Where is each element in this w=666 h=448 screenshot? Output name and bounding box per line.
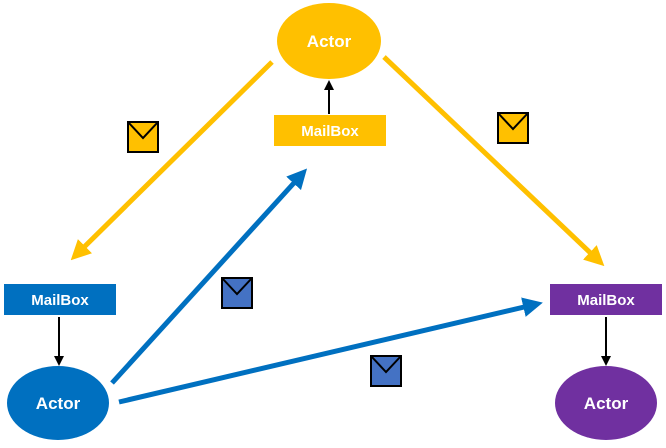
mailbox-left: MailBox [4, 284, 116, 315]
actor-right: Actor [555, 366, 657, 440]
actor-left-label: Actor [36, 394, 81, 413]
mailbox-right-label: MailBox [577, 292, 635, 309]
message-arrow-top-to-left [70, 60, 274, 261]
mailbox-left-label: MailBox [31, 292, 89, 309]
envelope-icon-blue-middle [221, 277, 253, 309]
message-arrow-left-to-right [118, 297, 543, 405]
envelope-icon-yellow-right [497, 112, 529, 144]
mailbox-right: MailBox [550, 284, 662, 315]
actor-top-label: Actor [307, 32, 352, 51]
actor-left: Actor [7, 366, 109, 440]
actor-right-label: Actor [584, 394, 629, 413]
envelope-icon-yellow-left [127, 121, 159, 153]
envelope-icon-blue-lower [370, 355, 402, 387]
mailbox-top: MailBox [274, 115, 386, 146]
mailbox-top-label: MailBox [301, 123, 359, 140]
message-arrow-left-to-top [110, 168, 308, 385]
message-arrow-top-to-right [382, 55, 605, 267]
actor-top: Actor [277, 3, 381, 79]
